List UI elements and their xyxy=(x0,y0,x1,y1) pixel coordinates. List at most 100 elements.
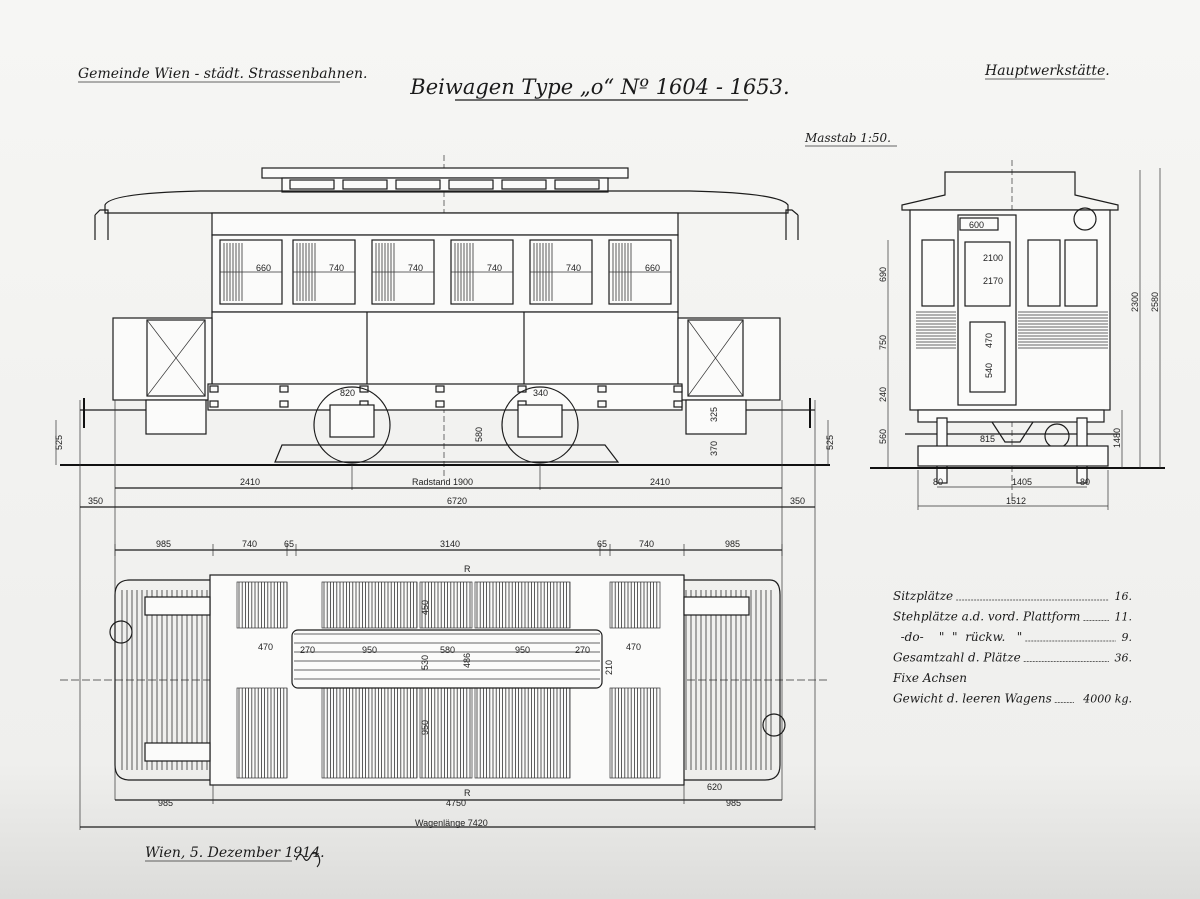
company-name: Gemeinde Wien - städt. Strassenbahnen. xyxy=(78,66,367,82)
spec-row: -do- " " rückw. "9. xyxy=(893,630,1132,644)
plan-center-depth: 486 xyxy=(462,653,472,668)
end-dim-right-3: 1480 xyxy=(1112,428,1122,448)
bolt xyxy=(279,385,289,393)
floor-plan: 470 270 950 580 950 270 470 450 530 486 … xyxy=(60,564,830,828)
spec-label: Fixe Achsen xyxy=(892,671,967,685)
end-destination-sign: 600 xyxy=(969,220,984,230)
clerestory-vent xyxy=(289,179,335,190)
bolt xyxy=(597,400,607,408)
plan-bench-depth: 450 xyxy=(420,600,430,615)
seat-bench xyxy=(419,581,473,629)
window-width-label: 660 xyxy=(256,263,271,273)
dim-bottom-right: 985 xyxy=(726,798,741,808)
segment-dimension: 740 xyxy=(639,539,654,549)
end-dim-wheel-right: 80 xyxy=(1080,477,1090,487)
spec-value: 9. xyxy=(1122,631,1133,644)
spec-value: 11. xyxy=(1115,611,1133,624)
dim-truck-left: 820 xyxy=(340,388,355,398)
dim-wheelbase: Radstand 1900 xyxy=(412,477,473,487)
clerestory-vent xyxy=(395,179,441,190)
dim-overhang-right: 2410 xyxy=(650,477,670,487)
spec-value: 16. xyxy=(1115,590,1133,603)
side-window: 740 xyxy=(292,239,356,305)
bolt xyxy=(209,400,219,408)
bolt xyxy=(597,385,607,393)
segment-dimension: 985 xyxy=(156,539,171,549)
side-window: 660 xyxy=(608,239,672,305)
plan-aisle-right: 270 xyxy=(575,645,590,655)
seat-bench xyxy=(609,581,661,629)
dim-body-length: 6720 xyxy=(447,496,467,506)
plan-step: 620 xyxy=(707,782,722,792)
clerestory-vent xyxy=(501,179,547,190)
dim-bottom-center: 4750 xyxy=(446,798,466,808)
plan-platform-right: 470 xyxy=(626,642,641,652)
bolt xyxy=(673,385,683,393)
end-dim-door-4: 540 xyxy=(984,363,994,378)
dim-buffer-height-left: 525 xyxy=(54,435,64,450)
dim-total-length: Wagenlänge 7420 xyxy=(415,818,488,828)
spec-row: Fixe Achsen xyxy=(892,671,967,685)
dim-end-right: 350 xyxy=(790,496,805,506)
window-width-label: 740 xyxy=(566,263,581,273)
spec-value: 36. xyxy=(1115,652,1133,665)
dim-overhang-left: 2410 xyxy=(240,477,260,487)
header: Gemeinde Wien - städt. Strassenbahnen. B… xyxy=(78,63,1110,147)
capacity-table: Sitzplätze 16. Stehplätze a.d. vord. Platt… xyxy=(892,589,1132,706)
clerestory-vent xyxy=(448,179,494,190)
plan-seat-right: 950 xyxy=(515,645,530,655)
end-dim-wheel-left: 80 xyxy=(933,477,943,487)
bolt xyxy=(209,385,219,393)
segment-dimension: 65 xyxy=(597,539,607,549)
window-width-label: 740 xyxy=(408,263,423,273)
spec-value: 4000 kg. xyxy=(1082,693,1132,706)
longitudinal-dimensions: 2410 Radstand 1900 2410 350 6720 350 985… xyxy=(79,400,816,830)
workshop-label: Hauptwerkstätte. xyxy=(984,63,1110,79)
window-width-label: 740 xyxy=(329,263,344,273)
clerestory-vent xyxy=(554,179,600,190)
scale-label: Masstab 1:50. xyxy=(804,131,891,145)
end-dim-right-2: 2580 xyxy=(1150,292,1160,312)
end-dim-left-3: 240 xyxy=(878,387,888,402)
spec-label: Gewicht d. leeren Wagens xyxy=(893,692,1052,706)
spec-row: Stehplätze a.d. vord. Plattform 11. xyxy=(893,610,1132,624)
plan-right-small: 210 xyxy=(604,660,614,675)
end-dim-axle: 815 xyxy=(980,434,995,444)
segment-dimension: 740 xyxy=(242,539,257,549)
spec-row: Sitzplätze 16. xyxy=(893,589,1132,603)
side-window: 740 xyxy=(450,239,514,305)
spec-label: Sitzplätze xyxy=(893,589,953,603)
bolt xyxy=(435,400,445,408)
drawing-date: Wien, 5. Dezember 1914. xyxy=(145,845,325,861)
window-width-label: 740 xyxy=(487,263,502,273)
bolt xyxy=(435,385,445,393)
footer: Wien, 5. Dezember 1914. xyxy=(145,845,325,868)
plan-bench-lower: 950 xyxy=(420,720,430,735)
end-elevation: 600 2100 2170 470 540 690 750 240 560 23… xyxy=(870,160,1165,510)
segment-dimension: 65 xyxy=(284,539,294,549)
seat-bench xyxy=(609,687,661,779)
signature xyxy=(295,851,321,868)
end-dim-gauge: 1405 xyxy=(1012,477,1032,487)
bolt xyxy=(673,400,683,408)
window-width-label: 660 xyxy=(645,263,660,273)
end-dim-left-4: 560 xyxy=(878,429,888,444)
dim-bottom-left: 985 xyxy=(158,798,173,808)
plan-aisle-left: 270 xyxy=(300,645,315,655)
end-dim-door-3: 470 xyxy=(984,333,994,348)
dim-buffer-height-right: 525 xyxy=(825,435,835,450)
dim-truck-right: 340 xyxy=(533,388,548,398)
dim-platform-step: 325 xyxy=(709,407,719,422)
end-dim-door-1: 2100 xyxy=(983,253,1003,263)
plan-aisle-width: 530 xyxy=(420,655,430,670)
spec-row: Gewicht d. leeren Wagens 4000 kg. xyxy=(893,692,1132,706)
side-window: 660 xyxy=(219,239,283,305)
plan-center: 580 xyxy=(440,645,455,655)
plan-seat-left: 950 xyxy=(362,645,377,655)
end-dim-door-2: 2170 xyxy=(983,276,1003,286)
dim-step-height: 370 xyxy=(709,441,719,456)
spec-label: Stehplätze a.d. vord. Plattform xyxy=(893,610,1080,624)
